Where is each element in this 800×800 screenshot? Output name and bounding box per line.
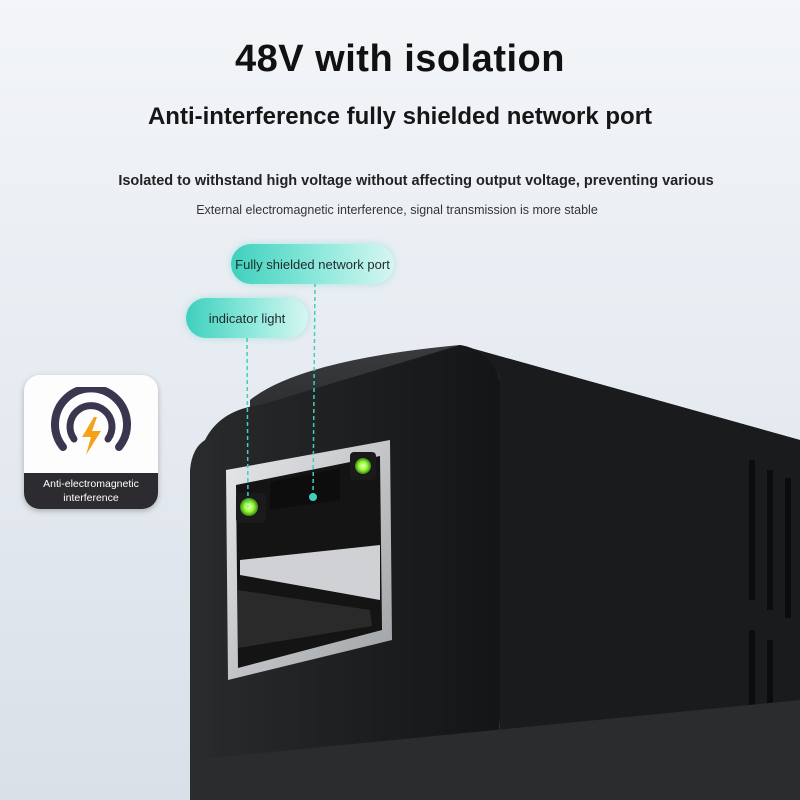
page-title: 48V with isolation <box>235 38 565 80</box>
description-line-1: Isolated to withstand high voltage witho… <box>118 173 714 189</box>
description-line-2: External electromagnetic interference, s… <box>196 203 598 217</box>
shield-signal-lightning-icon <box>51 387 131 455</box>
anti-interference-badge: Anti-electromagnetic interference <box>24 375 158 509</box>
callout-indicator-light: indicator light <box>186 298 308 338</box>
badge-label: Anti-electromagnetic interference <box>24 473 158 509</box>
callout-network-port: Fully shielded network port <box>231 244 394 284</box>
page-subtitle: Anti-interference fully shielded network… <box>147 103 653 130</box>
